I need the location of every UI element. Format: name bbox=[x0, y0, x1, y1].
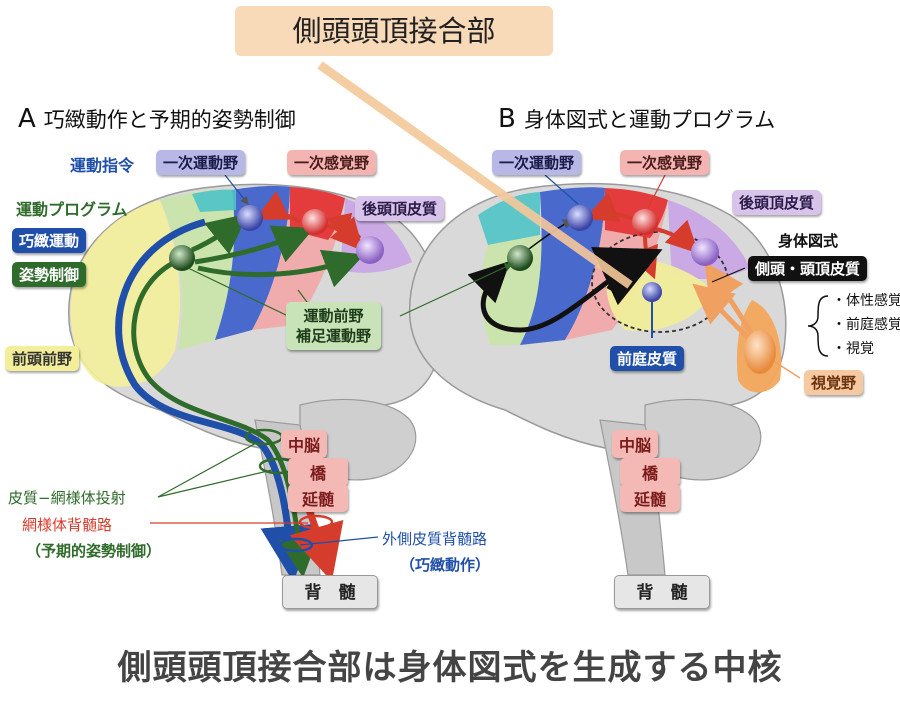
node-a-motor bbox=[237, 205, 263, 231]
box-a-primary-motor: 一次運動野 bbox=[156, 150, 246, 175]
label-a-motor-command: 運動指令 bbox=[70, 156, 135, 175]
node-b-parietal bbox=[691, 238, 719, 266]
label-a-lateral-corticospinal: 外側皮質背髄路 bbox=[382, 530, 488, 548]
box-b-primary-motor: 一次運動野 bbox=[492, 150, 582, 175]
label-a-anticipatory: （予期的姿勢制御） bbox=[26, 542, 162, 560]
arrow-b-black-tpj bbox=[591, 247, 663, 306]
loop-a-spinal bbox=[278, 537, 314, 553]
node-a-premotor bbox=[169, 245, 195, 271]
callout-a-cortico-2 bbox=[157, 469, 273, 498]
arrow-b-orange-2 bbox=[704, 261, 755, 337]
region-a-cingulate bbox=[192, 189, 236, 212]
callout-a-motor-cmd bbox=[224, 174, 249, 205]
arrow-a-red-1 bbox=[254, 190, 302, 224]
box-b-vestibular-cortex: 前庭皮質 bbox=[610, 346, 685, 371]
region-a-motor bbox=[215, 186, 290, 340]
callout-a-lateral bbox=[299, 536, 379, 546]
node-a-sensory bbox=[302, 209, 328, 235]
section-a-title: A 巧緻動作と予期的姿勢制御 bbox=[18, 104, 296, 134]
box-b-primary-sensory: 一次感覚野 bbox=[620, 150, 710, 175]
callout-b-motor bbox=[544, 174, 579, 205]
box-b-medulla: 延髄 bbox=[620, 484, 680, 512]
label-a-reticulospinal: 網様体背髄路 bbox=[22, 516, 113, 534]
box-b-posterior-parietal: 後頭頂皮質 bbox=[732, 190, 822, 215]
node-b-vestibular bbox=[642, 282, 662, 302]
node-b-visual bbox=[744, 330, 776, 374]
callout-b-tpj bbox=[711, 267, 746, 283]
loop-a-medulla bbox=[298, 514, 334, 530]
box-b-midbrain: 中脳 bbox=[612, 430, 659, 458]
label-a-motor-program: 運動プログラム bbox=[16, 200, 128, 219]
callout-b-premotor bbox=[399, 263, 514, 317]
arrow-a-green-3 bbox=[197, 249, 365, 288]
box-b-tpj: 側頭・頭頂皮質 bbox=[748, 256, 868, 281]
section-b-title: B 身体図式と運動プログラム bbox=[498, 104, 775, 134]
section-b-text: 身体図式と運動プログラム bbox=[523, 108, 776, 132]
brain-a bbox=[68, 174, 442, 582]
callout-a-premotor-1 bbox=[187, 267, 289, 317]
arrow-a-red-3 bbox=[326, 212, 362, 239]
box-a-primary-sensory: 一次感覚野 bbox=[287, 150, 377, 175]
box-a-pons: 橋 bbox=[288, 458, 348, 486]
arrow-a-green-2 bbox=[194, 225, 315, 265]
banner-pointer bbox=[317, 61, 633, 289]
callout-b-sensory bbox=[647, 174, 666, 209]
node-a-parietal bbox=[356, 236, 384, 264]
box-a-posterior-parietal: 後頭頂皮質 bbox=[355, 196, 445, 221]
footer-caption: 側頭頭頂接合部は身体図式を生成する中核 bbox=[117, 648, 783, 688]
box-a-spinal-cord: 背 髄 bbox=[282, 575, 378, 609]
section-a-text: 巧緻動作と予期的姿勢制御 bbox=[43, 108, 296, 132]
section-a-letter: A bbox=[18, 104, 36, 134]
label-b-vision: ・視覚 bbox=[832, 341, 874, 357]
box-a-midbrain: 中脳 bbox=[281, 430, 328, 458]
senses-brace bbox=[807, 295, 829, 357]
callout-b-visual bbox=[774, 361, 801, 379]
box-b-spinal-cord: 背 髄 bbox=[614, 575, 710, 609]
tract-a-blue bbox=[115, 218, 317, 582]
label-b-somatosensory: ・体性感覚 bbox=[832, 293, 900, 309]
arrow-b-red-2 bbox=[651, 219, 699, 254]
box-a-posture-control: 姿勢制御 bbox=[12, 262, 87, 287]
node-b-motor bbox=[567, 205, 593, 231]
box-b-visual-cortex: 視覚野 bbox=[804, 370, 864, 395]
label-a-cortico-reticular: 皮質−網様体投射 bbox=[8, 489, 126, 507]
top-banner: 側頭頭頂接合部 bbox=[235, 6, 553, 56]
label-a-skilled-action: （巧緻動作） bbox=[400, 556, 491, 574]
node-b-premotor bbox=[507, 245, 533, 271]
label-b-vestibular-sense: ・前庭感覚 bbox=[832, 317, 900, 333]
box-a-premotor: 運動前野 補足運動野 bbox=[286, 302, 382, 350]
box-a-prefrontal: 前頭前野 bbox=[5, 346, 80, 371]
node-b-sensory bbox=[632, 209, 658, 235]
box-a-medulla: 延髄 bbox=[288, 484, 348, 512]
brain-b bbox=[399, 174, 801, 576]
box-b-pons: 橋 bbox=[620, 458, 680, 486]
section-b-letter: B bbox=[498, 104, 516, 134]
arrow-a-green-1 bbox=[191, 213, 248, 255]
label-b-body-schema: 身体図式 bbox=[778, 232, 839, 250]
box-a-skilled-movement: 巧緻運動 bbox=[12, 228, 87, 253]
callout-a-cortico-1 bbox=[157, 441, 259, 498]
